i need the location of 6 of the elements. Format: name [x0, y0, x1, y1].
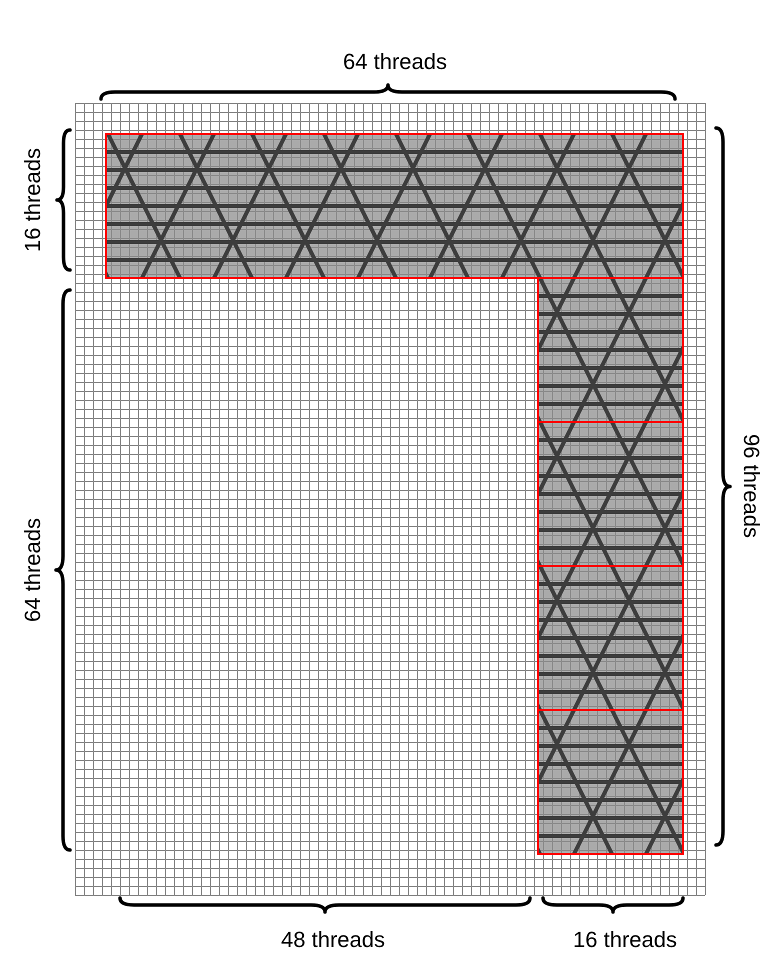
dimension-label: 16 threads	[22, 148, 44, 252]
dimension-label: 64 threads	[343, 51, 447, 73]
dimension-label: 96 threads	[740, 434, 762, 538]
dimension-label: 16 threads	[573, 929, 677, 951]
dimension-label: 48 threads	[281, 929, 385, 951]
dimension-label: 64 threads	[22, 518, 44, 622]
